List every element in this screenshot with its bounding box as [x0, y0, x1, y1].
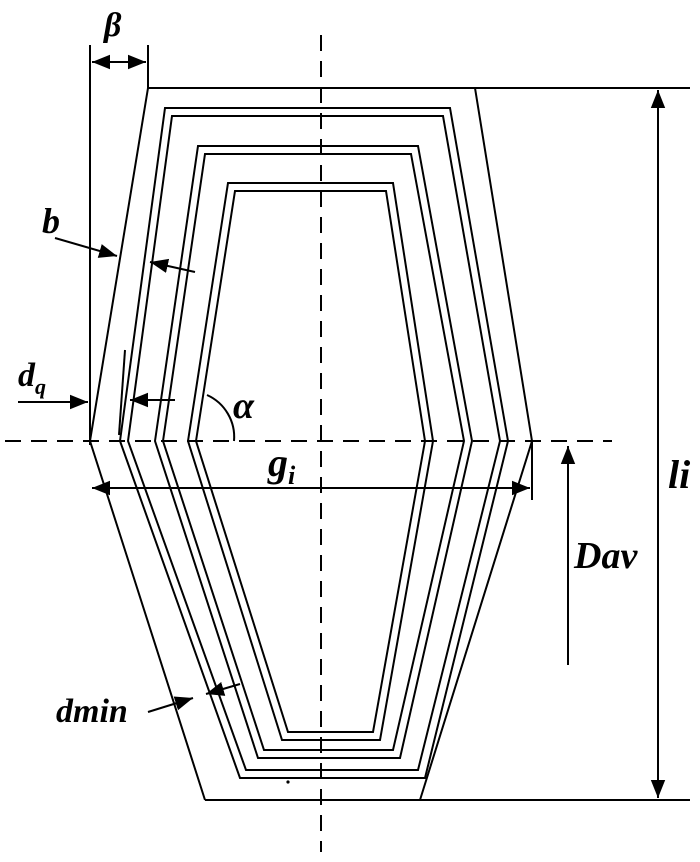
- label-gi: gi: [267, 440, 296, 490]
- winding-2-outer: [153, 145, 474, 759]
- label-dav: Dav: [573, 535, 638, 577]
- winding-3-outer: [186, 182, 435, 741]
- label-alpha: α: [233, 385, 255, 427]
- winding-1-outer: [118, 107, 510, 779]
- dq-tick: [118, 349, 126, 436]
- b-pointer-arrow: [54, 237, 118, 258]
- label-b: b: [42, 201, 60, 241]
- dmin-pointer-arrow: [147, 696, 194, 713]
- label-dq: dq: [18, 357, 46, 399]
- label-dq-main: d: [18, 357, 36, 394]
- winding-layer-1: [118, 107, 510, 779]
- dmin-inner-pointer-arrow: [205, 682, 241, 696]
- alpha-angle-arc: [206, 394, 236, 442]
- winding-layer-3: [186, 182, 435, 741]
- b-inner-pointer-arrow: [149, 258, 196, 273]
- label-dq-sub: q: [35, 374, 46, 399]
- label-li: li: [668, 452, 690, 497]
- dimension-labels: β b dq α gi li Dav dmin: [18, 7, 690, 730]
- center-dot: [286, 780, 290, 784]
- dimension-lines: [18, 45, 690, 801]
- label-gi-sub: i: [288, 461, 296, 490]
- label-dmin: dmin: [56, 693, 128, 730]
- label-gi-main: g: [267, 440, 288, 485]
- label-beta: β: [102, 7, 122, 44]
- winding-1-inner: [126, 115, 502, 771]
- winding-3-inner: [194, 190, 427, 733]
- winding-2-inner: [161, 153, 466, 751]
- center-lines: [5, 35, 612, 852]
- winding-layer-2: [153, 145, 474, 759]
